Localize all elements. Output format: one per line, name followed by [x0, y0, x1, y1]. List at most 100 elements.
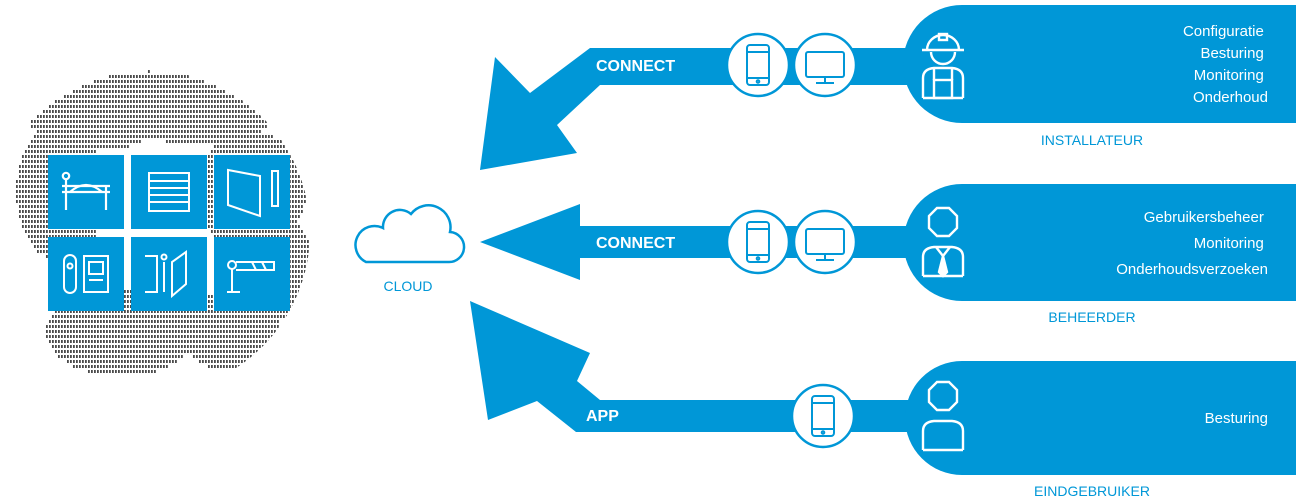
globe-dot: [145, 310, 147, 313]
globe-dot: [133, 350, 135, 353]
globe-dot: [151, 120, 153, 123]
globe-dot: [205, 85, 207, 88]
globe-dot: [193, 310, 195, 313]
globe-dot: [103, 360, 105, 363]
globe-dot: [121, 90, 123, 93]
globe-dot: [187, 140, 189, 143]
globe-dot: [184, 315, 186, 318]
globe-dot: [121, 100, 123, 103]
globe-dot: [250, 355, 252, 358]
globe-dot: [118, 360, 120, 363]
globe-dot: [208, 210, 210, 213]
globe-dot: [181, 85, 183, 88]
globe-dot: [217, 105, 219, 108]
globe-dot: [16, 180, 18, 183]
globe-dot: [142, 110, 144, 113]
globe-dot: [142, 320, 144, 323]
globe-dot: [229, 325, 231, 328]
globe-dot: [88, 125, 90, 128]
globe-dot: [61, 340, 63, 343]
globe-dot: [196, 80, 198, 83]
globe-dot: [49, 320, 51, 323]
globe-dot: [52, 315, 54, 318]
globe-dot: [163, 125, 165, 128]
globe-dot: [91, 115, 93, 118]
globe-dot: [244, 145, 246, 148]
globe-dot: [220, 105, 222, 108]
globe-dot: [217, 325, 219, 328]
globe-dot: [106, 100, 108, 103]
globe-dot: [157, 365, 159, 368]
globe-dot: [121, 330, 123, 333]
globe-dot: [82, 110, 84, 113]
globe-dot: [277, 315, 279, 318]
globe-dot: [37, 170, 39, 173]
globe-dot: [298, 180, 300, 183]
globe-dot: [43, 170, 45, 173]
globe-dot: [184, 140, 186, 143]
globe-dot: [154, 100, 156, 103]
globe-dot: [172, 140, 174, 143]
globe-dot: [157, 95, 159, 98]
globe-dot: [46, 185, 48, 188]
globe-dot: [187, 115, 189, 118]
globe-dot: [199, 330, 201, 333]
globe-dot: [211, 345, 213, 348]
globe-dot: [244, 235, 246, 238]
globe-dot: [25, 170, 27, 173]
globe-dot: [193, 130, 195, 133]
globe-dot: [133, 325, 135, 328]
globe-dot: [196, 135, 198, 138]
globe-dot: [232, 330, 234, 333]
globe-dot: [214, 235, 216, 238]
globe-dot: [175, 340, 177, 343]
globe-dot: [292, 170, 294, 173]
globe-dot: [82, 120, 84, 123]
globe-dot: [187, 105, 189, 108]
globe-dot: [175, 355, 177, 358]
globe-dot: [31, 175, 33, 178]
globe-dot: [292, 250, 294, 253]
globe-dot: [37, 215, 39, 218]
globe-dot: [94, 335, 96, 338]
globe-dot: [238, 150, 240, 153]
globe-dot: [247, 340, 249, 343]
globe-dot: [109, 110, 111, 113]
globe-dot: [172, 315, 174, 318]
globe-dot: [97, 105, 99, 108]
globe-dot: [292, 245, 294, 248]
globe-dot: [103, 330, 105, 333]
globe-dot: [79, 95, 81, 98]
globe-dot: [112, 335, 114, 338]
globe-dot: [223, 145, 225, 148]
globe-dot: [118, 135, 120, 138]
globe-dot: [226, 310, 228, 313]
globe-dot: [178, 335, 180, 338]
globe-dot: [202, 110, 204, 113]
globe-dot: [229, 345, 231, 348]
globe-dot: [226, 345, 228, 348]
globe-dot: [262, 310, 264, 313]
connection-label-beheerder: CONNECT: [596, 235, 675, 252]
globe-dot: [82, 315, 84, 318]
globe-dot: [157, 330, 159, 333]
globe-dot: [94, 360, 96, 363]
globe-dot: [133, 310, 135, 313]
globe-dot: [220, 335, 222, 338]
globe-dot: [193, 95, 195, 98]
globe-dot: [133, 355, 135, 358]
globe-dot: [220, 365, 222, 368]
globe-dot: [88, 100, 90, 103]
role-panel-beheerder: Gebruikersbeheer Monitoring Onderhoudsve…: [903, 184, 1296, 325]
globe-dot: [193, 345, 195, 348]
swing-door-icon: [227, 168, 279, 218]
globe-dot: [118, 90, 120, 93]
globe-dot: [196, 320, 198, 323]
globe-dot: [76, 325, 78, 328]
globe-dot: [247, 330, 249, 333]
globe-dot: [232, 145, 234, 148]
globe-dot: [241, 350, 243, 353]
globe-dot: [40, 195, 42, 198]
globe-dot: [148, 315, 150, 318]
globe-dot: [250, 335, 252, 338]
